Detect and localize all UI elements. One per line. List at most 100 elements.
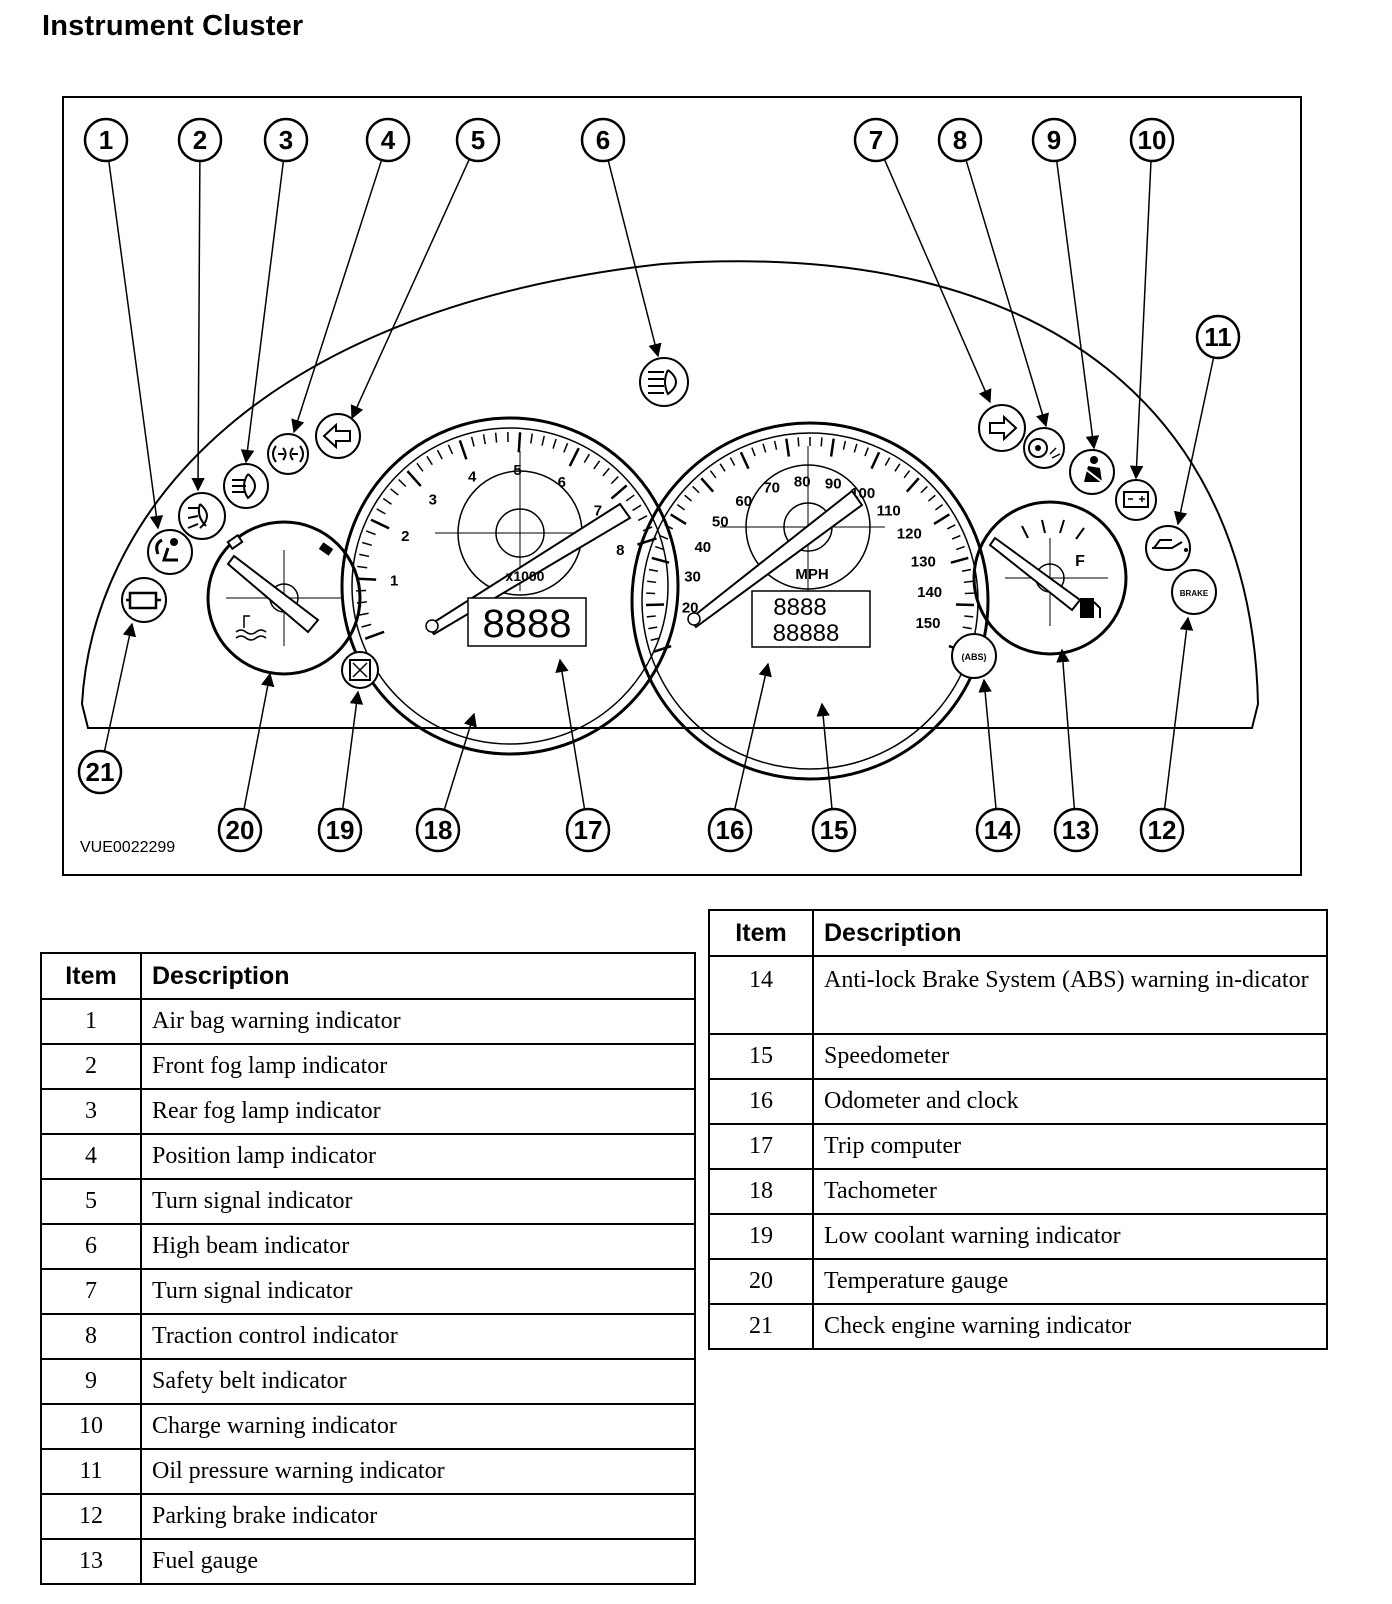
callout-number: 21 — [86, 757, 115, 787]
callout-4: 4 — [365, 117, 411, 163]
tick-mark — [903, 470, 911, 479]
temperature-gauge — [206, 520, 362, 676]
leader-line — [816, 702, 833, 809]
coolant-glyph — [352, 662, 368, 678]
callout-circle — [975, 807, 1021, 853]
parking-brake-icon: BRAKE — [1171, 569, 1217, 615]
odometer-digits: 88888 — [773, 620, 840, 647]
item-number: 18 — [708, 1168, 814, 1215]
tick-mark — [376, 508, 386, 515]
item-description: Charge warning indicator — [140, 1403, 696, 1450]
tick-mark — [700, 477, 715, 493]
item-description: Front fog lamp indicator — [140, 1043, 696, 1090]
callout-21: 21 — [77, 749, 123, 795]
item-description: Anti-lock Brake System (ABS) warning in-… — [812, 955, 1328, 1035]
speedometer-scale-label: 130 — [911, 553, 936, 570]
tick-mark — [637, 515, 648, 522]
air-bag-icon — [147, 529, 193, 575]
item-number: 19 — [708, 1213, 814, 1260]
leader-line — [884, 159, 992, 404]
item-description: Odometer and clock — [812, 1078, 1328, 1125]
tick-mark — [648, 626, 658, 630]
item-description: Fuel gauge — [140, 1538, 696, 1585]
callout-number: 10 — [1138, 125, 1167, 155]
speedometer-scale-label: 140 — [917, 584, 942, 601]
column-header-item: Item — [708, 909, 814, 957]
speedometer-bezel — [630, 421, 990, 781]
tick-mark — [647, 580, 657, 584]
item-number: 4 — [40, 1133, 142, 1180]
item-description: Tachometer — [812, 1168, 1328, 1215]
callout-number: 4 — [381, 125, 396, 155]
tachometer-scale-label: 8 — [616, 542, 624, 559]
item-description: Rear fog lamp indicator — [140, 1088, 696, 1135]
tick-mark — [398, 479, 407, 488]
tick-mark — [390, 488, 399, 496]
item-description: Safety belt indicator — [140, 1358, 696, 1405]
arrow-left-glyph — [322, 422, 351, 450]
tick-mark — [951, 534, 961, 540]
callout-12: 12 — [1139, 807, 1185, 853]
speedometer-scale-label: 40 — [694, 539, 711, 556]
tick-mark — [426, 455, 433, 466]
tick-mark — [884, 457, 891, 466]
tick-mark — [751, 447, 756, 457]
fuel-pump-icon — [1080, 598, 1094, 618]
item-description: Air bag warning indicator — [140, 998, 696, 1045]
tick-mark — [955, 545, 965, 551]
callout-circle — [455, 117, 501, 163]
callout-number: 6 — [596, 125, 610, 155]
indicator-ring — [1115, 479, 1157, 521]
speedometer-scale-label: 70 — [763, 479, 780, 496]
callout-19: 19 — [317, 807, 363, 853]
tick-mark — [933, 513, 950, 526]
callout-8: 8 — [937, 117, 983, 163]
tick-mark — [870, 451, 881, 470]
tick-mark — [1041, 519, 1046, 534]
leader-line — [350, 159, 470, 420]
needle-pivot — [425, 619, 439, 633]
tick-mark — [602, 467, 610, 477]
indicator-ring — [1171, 569, 1217, 615]
battery-terminals — [1128, 496, 1145, 502]
oil-can-glyph — [1152, 539, 1183, 549]
person-head — [1090, 456, 1098, 464]
leader-line — [734, 662, 772, 809]
tick-mark — [653, 644, 672, 653]
tachometer-scale-label: 2 — [401, 528, 409, 545]
speedometer-scale-label: 150 — [915, 615, 940, 632]
leader-line — [555, 658, 586, 809]
abs-warning-icon: (ABS) — [951, 633, 997, 679]
item-description: Position lamp indicator — [140, 1133, 696, 1180]
tick-mark — [416, 462, 424, 472]
callout-circle — [580, 117, 626, 163]
tick-mark — [729, 457, 736, 466]
callout-circle — [217, 807, 263, 853]
item-number: 8 — [40, 1313, 142, 1360]
tachometer-bezel — [340, 416, 680, 756]
callout-number: 13 — [1062, 815, 1091, 845]
tick-mark — [651, 556, 670, 564]
tick-mark — [470, 436, 475, 447]
speedometer-scale-label: 30 — [684, 568, 701, 585]
callout-number: 19 — [326, 815, 355, 845]
item-number: 17 — [708, 1123, 814, 1170]
callout-circle — [415, 807, 461, 853]
item-number: 21 — [708, 1303, 814, 1350]
callout-circle — [177, 117, 223, 163]
tick-mark — [358, 612, 369, 616]
brake-label: BRAKE — [1180, 589, 1209, 598]
clock-digits: 8888 — [773, 594, 826, 621]
leader-line — [240, 161, 285, 464]
